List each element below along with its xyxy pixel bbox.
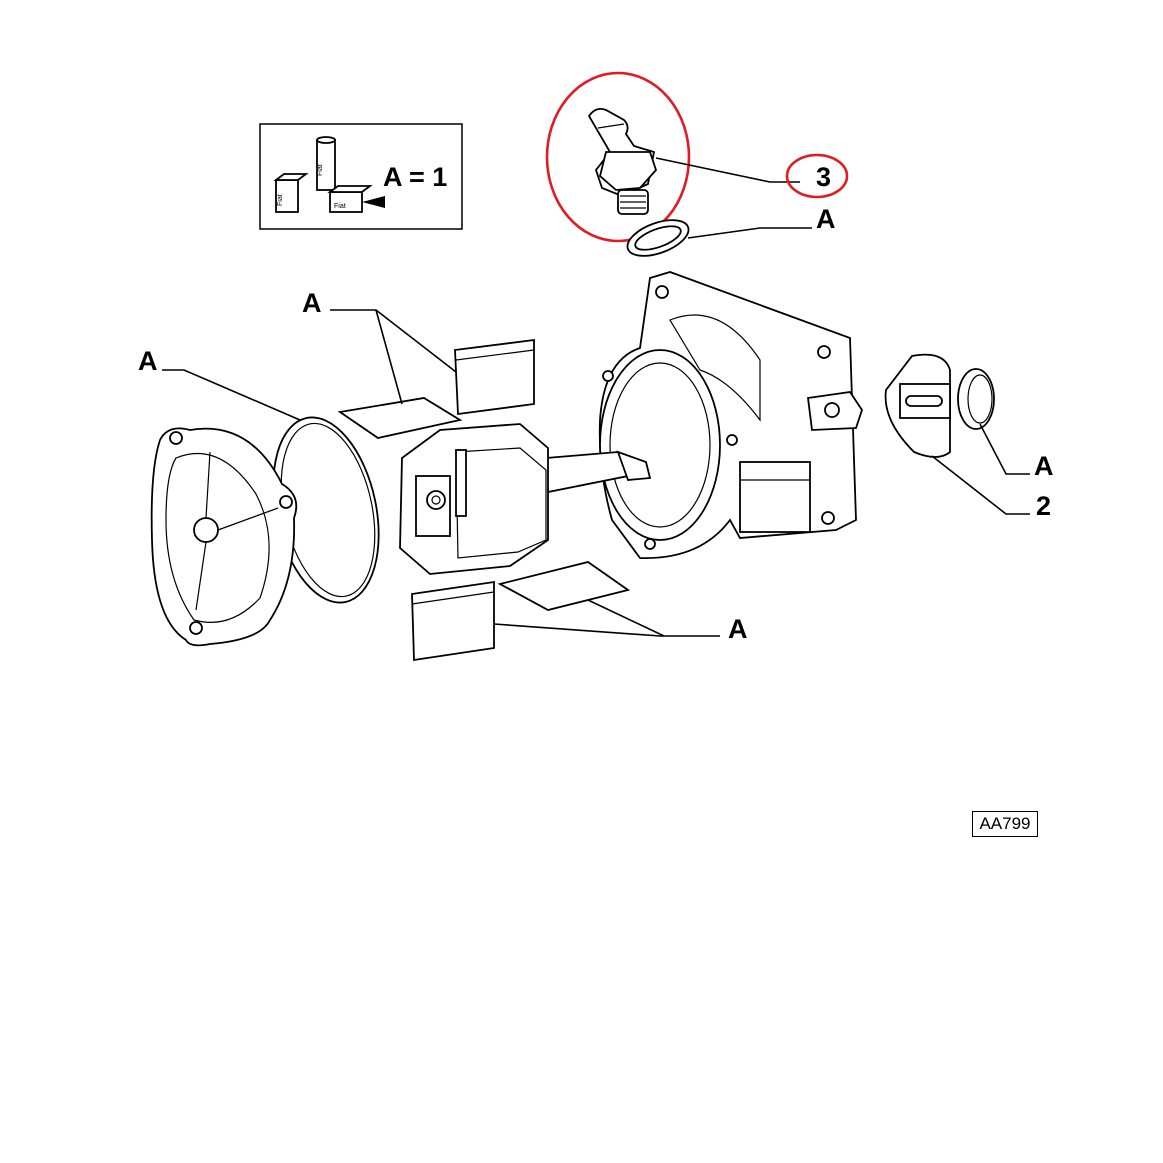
valve-union [587,107,658,215]
drive-disc [884,353,951,458]
label-a-cover: A [138,346,158,376]
callout-item-2: 2 [931,455,1051,521]
can-label-left: Fiat [277,194,284,206]
drawing-code: AA799 [972,811,1038,837]
callout-a-vanes-top: A [302,288,457,405]
label-a-vanes-bottom: A [728,614,748,644]
vane-bottom-upright [411,580,495,662]
label-a-vanes-top: A [302,288,322,318]
label-item-3: 3 [816,162,831,192]
label-item-2: 2 [1036,491,1051,521]
callout-a-oring-right: A [979,423,1054,481]
label-a-oring-right: A [1034,451,1054,481]
callout-a-vanes-bottom: A [493,599,748,644]
pump-body [598,271,863,559]
callout-a-cover: A [138,346,301,421]
legend-box: Fiat Fiat Fiat A = 1 [259,123,463,230]
legend-text: A = 1 [383,162,447,192]
lubricant-can-icon: Fiat Fiat Fiat [273,136,385,213]
highlight-circle-valve [545,71,691,243]
sealing-washer [626,219,690,257]
vane-bottom-flat [497,561,631,611]
can-label-right: Fiat [334,203,346,210]
highlight-circle-label-3 [785,153,849,199]
callout-a-washer: A [687,204,836,239]
o-ring-right [957,368,995,430]
vane-top-upright [454,338,535,416]
can-label-tall: Fiat [317,164,324,176]
rotor [399,423,652,575]
label-a-washer: A [816,204,836,234]
vane-top-flat [337,397,463,439]
pump-cover [150,427,298,647]
callout-item-3: 3 [655,153,849,199]
